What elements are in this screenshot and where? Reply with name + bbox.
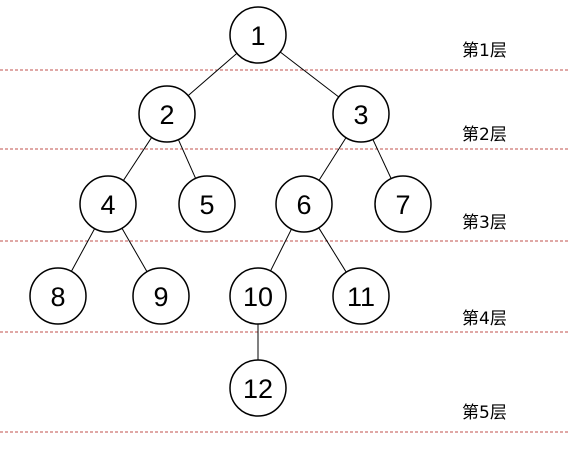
tree-node-4: 4	[79, 175, 137, 233]
edge-n4-n8	[70, 228, 96, 272]
node-label-1: 1	[250, 21, 265, 51]
tree-node-9: 9	[132, 267, 190, 325]
tree-node-3: 3	[332, 85, 390, 143]
level-label-4: 第4层	[462, 309, 507, 329]
node-circle-8	[29, 267, 87, 325]
tree-node-6: 6	[275, 175, 333, 233]
edge-n2-n4	[122, 137, 153, 181]
node-label-9: 9	[153, 282, 168, 312]
tree-node-1: 1	[229, 6, 287, 64]
node-circle-5	[178, 175, 236, 233]
node-label-3: 3	[353, 100, 368, 130]
tree-edges	[70, 51, 392, 360]
edge-n3-n7	[372, 139, 392, 179]
edge-n3-n6	[318, 137, 347, 181]
level-label-1: 第1层	[462, 41, 507, 61]
edge-n1-n3	[279, 51, 340, 98]
node-circle-10	[229, 267, 287, 325]
node-label-8: 8	[50, 282, 65, 312]
tree-node-11: 11	[332, 267, 390, 325]
node-circle-11	[332, 267, 390, 325]
node-circle-9	[132, 267, 190, 325]
node-circle-3	[332, 85, 390, 143]
node-circle-4	[79, 175, 137, 233]
edge-n6-n11	[318, 227, 347, 273]
node-circle-1	[229, 6, 287, 64]
level-label-5: 第5层	[462, 403, 507, 423]
node-label-7: 7	[395, 190, 410, 220]
edge-n6-n10	[270, 228, 292, 272]
edge-n4-n9	[121, 228, 148, 272]
node-circle-6	[275, 175, 333, 233]
level-label-2: 第2层	[462, 125, 507, 145]
tree-node-7: 7	[374, 175, 432, 233]
tree-node-10: 10	[229, 267, 287, 325]
node-label-5: 5	[199, 190, 214, 220]
tree-node-12: 12	[229, 359, 287, 417]
node-circle-2	[138, 85, 196, 143]
edge-n1-n2	[187, 52, 238, 97]
node-label-10: 10	[243, 282, 273, 312]
tree-node-2: 2	[138, 85, 196, 143]
node-label-12: 12	[243, 374, 273, 404]
level-label-3: 第3层	[462, 213, 507, 233]
tree-node-5: 5	[178, 175, 236, 233]
node-label-6: 6	[296, 190, 311, 220]
tree-node-8: 8	[29, 267, 87, 325]
edge-n2-n5	[177, 139, 197, 179]
node-label-11: 11	[347, 282, 375, 312]
node-circle-7	[374, 175, 432, 233]
node-circle-12	[229, 359, 287, 417]
node-label-4: 4	[100, 190, 115, 220]
node-label-2: 2	[159, 100, 174, 130]
